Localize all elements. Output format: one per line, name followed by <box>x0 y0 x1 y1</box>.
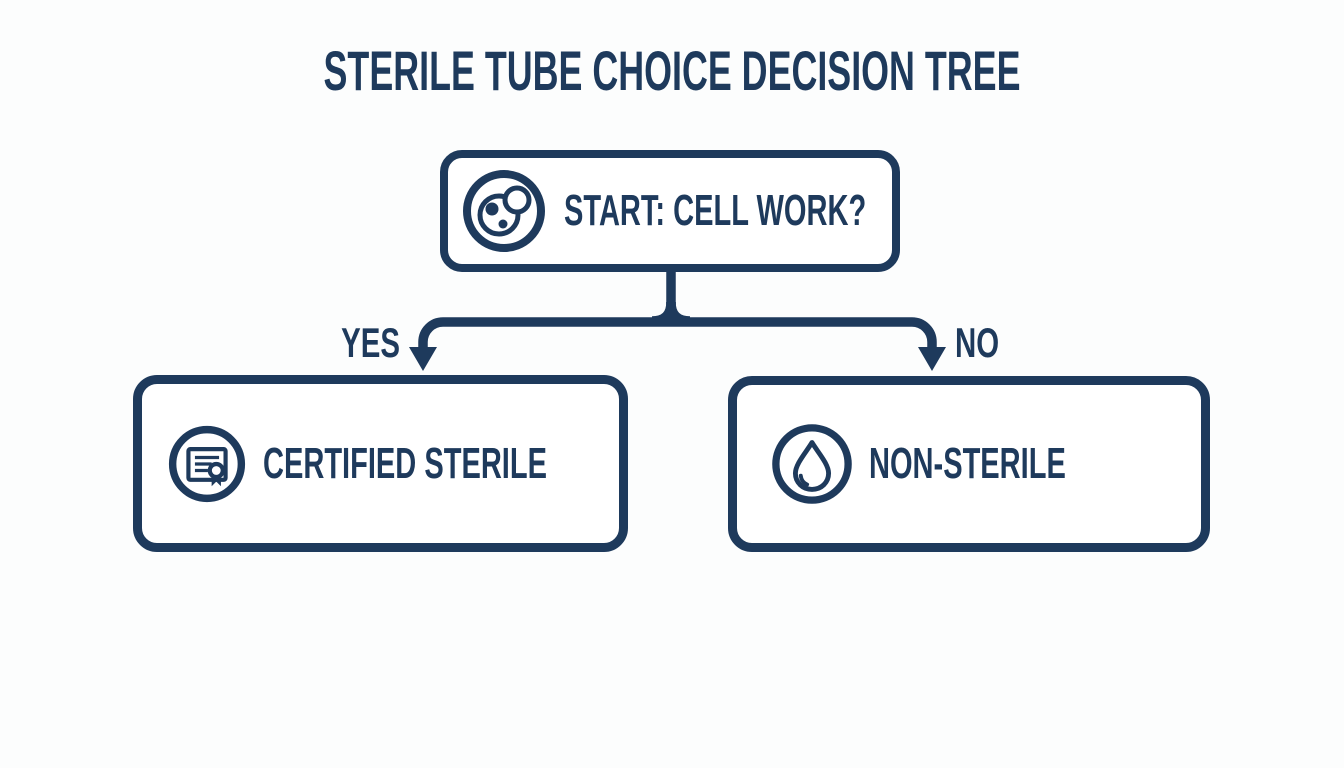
non-sterile-label: NON-STERILE <box>869 439 1066 488</box>
certificate-icon <box>168 425 246 502</box>
cell-icon <box>463 170 545 252</box>
yes-arrowhead <box>409 347 437 371</box>
certified-sterile-label: CERTIFIED STERILE <box>263 438 547 488</box>
no-arrowhead <box>918 347 946 371</box>
start-node-label: START: CELL WORK? <box>564 186 867 235</box>
certified-sterile-node: CERTIFIED STERILE <box>133 375 628 552</box>
stem-fillet-left <box>651 301 676 326</box>
start-node: START: CELL WORK? <box>440 150 900 272</box>
branch-label-yes: YES <box>341 319 400 366</box>
non-sterile-node: NON-STERILE <box>728 376 1210 552</box>
branch-label-no: NO <box>955 319 1000 366</box>
droplet-icon <box>772 424 852 504</box>
stem-fillet-right <box>666 301 691 326</box>
branch-line <box>418 317 937 350</box>
diagram-title: STERILE TUBE CHOICE DECISION TREE <box>323 39 1021 102</box>
